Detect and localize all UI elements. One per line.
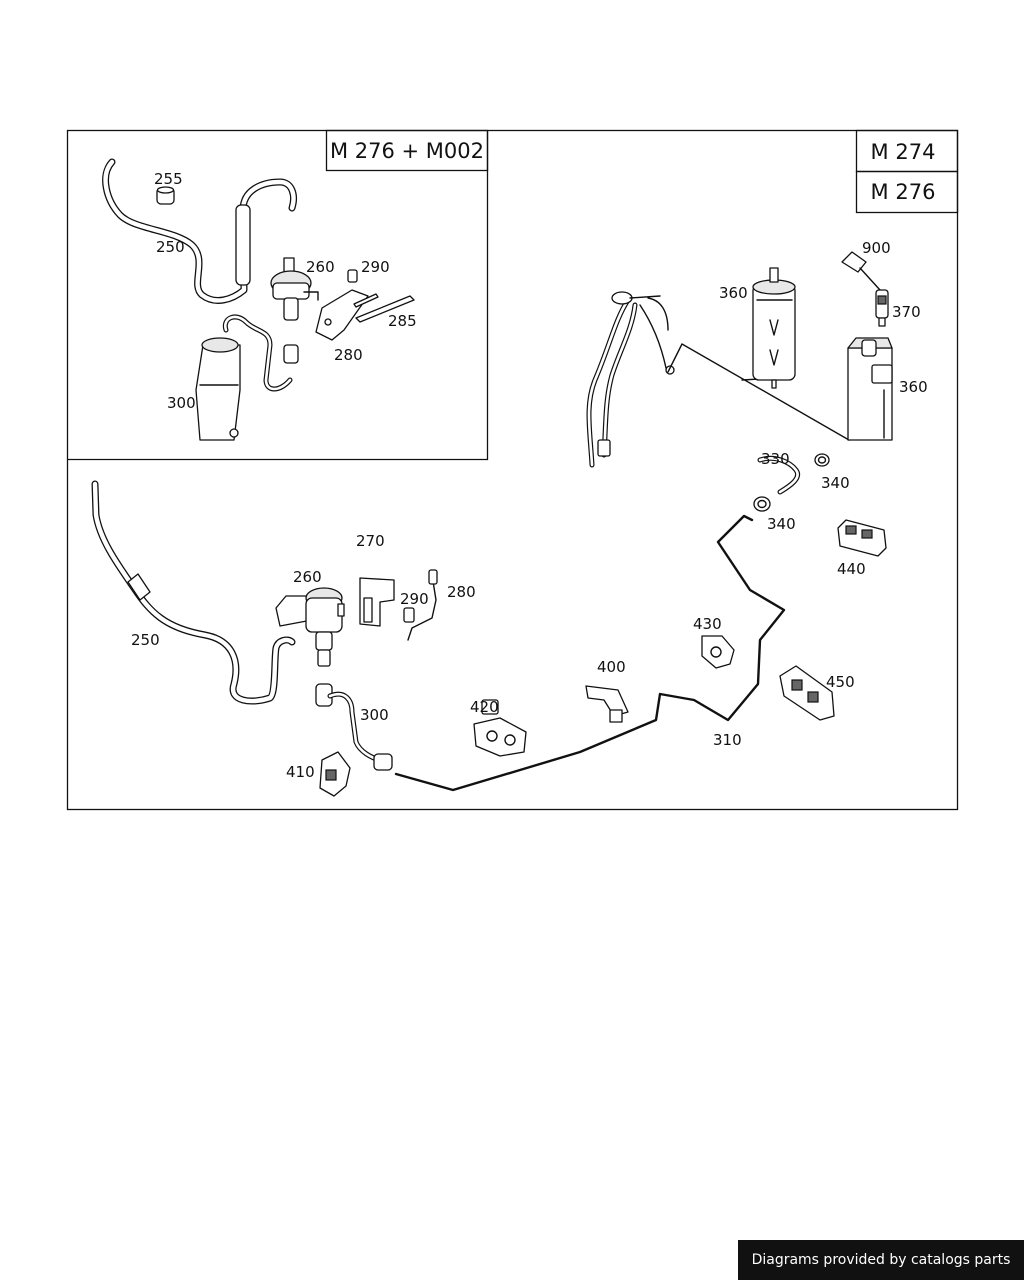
clip-400 (585, 685, 629, 723)
callout-250: 250 (131, 631, 160, 649)
callout-280-inset: 280 (334, 346, 363, 364)
sensor-370 (875, 289, 889, 327)
callout-255-inset: 255 (154, 170, 183, 188)
clip-430 (701, 635, 735, 669)
callout-370: 370 (892, 303, 921, 321)
callout-300: 300 (360, 706, 389, 724)
hose-330 (757, 455, 800, 495)
variant-label-m276: M 276 (871, 180, 936, 204)
callout-440: 440 (837, 560, 866, 578)
callout-330: 330 (761, 450, 790, 468)
callout-360-box: 360 (899, 378, 928, 396)
hose-clamp-340-right (814, 453, 830, 467)
wiring-harness (586, 291, 675, 468)
hose-250 (91, 480, 296, 705)
callout-270: 270 (356, 532, 385, 550)
leader-line-canister (667, 343, 850, 441)
connector-440 (837, 519, 887, 557)
credit-banner: Diagrams provided by catalogs parts (738, 1240, 1024, 1280)
callout-290: 290 (400, 590, 429, 608)
callout-260: 260 (293, 568, 322, 586)
connector-450 (779, 665, 835, 721)
variant-box-bottom (855, 170, 959, 214)
callout-280: 280 (447, 583, 476, 601)
callout-340-right: 340 (821, 474, 850, 492)
callout-300-inset: 300 (167, 394, 196, 412)
callout-260-inset: 260 (306, 258, 335, 276)
callout-430: 430 (693, 615, 722, 633)
hose-300 (315, 683, 393, 771)
variant-label-m274: M 274 (871, 140, 936, 164)
hose-clamp-340-left (753, 496, 771, 512)
callout-310: 310 (713, 731, 742, 749)
connector-410 (319, 751, 351, 797)
purge-valve-260 (275, 587, 345, 667)
inset-clip-290 (347, 269, 358, 283)
bracket-280 (407, 569, 438, 641)
callout-340-left: 340 (767, 515, 796, 533)
clip-290 (403, 607, 415, 623)
callout-285-inset: 285 (388, 312, 417, 330)
inset-variant-box (325, 129, 489, 172)
callout-400: 400 (597, 658, 626, 676)
callout-410: 410 (286, 763, 315, 781)
inset-bracket-280 (315, 289, 369, 341)
activated-charcoal-canister-360-box (847, 337, 893, 441)
callout-290-inset: 290 (361, 258, 390, 276)
inset-valve-260 (270, 257, 319, 321)
callout-420: 420 (470, 698, 499, 716)
inset-frame (67, 130, 489, 461)
callout-900: 900 (862, 239, 891, 257)
callout-250-inset: 250 (156, 238, 185, 256)
inset-sleeve-255 (156, 186, 175, 205)
inset-strap-285 (353, 293, 415, 323)
credit-text: Diagrams provided by catalogs parts (751, 1252, 1011, 1268)
filter-900 (841, 251, 881, 291)
clip-420 (473, 699, 527, 757)
inset-hose-250 (102, 158, 297, 304)
activated-charcoal-canister-360 (752, 267, 796, 389)
inset-hose-300 (195, 314, 299, 441)
inset-variant-label: M 276 + M002 (330, 139, 484, 163)
fuel-line-310 (394, 514, 786, 792)
callout-360-canister: 360 (719, 284, 748, 302)
bracket-270 (359, 577, 395, 627)
callout-450: 450 (826, 673, 855, 691)
diagram-frame (66, 129, 959, 811)
